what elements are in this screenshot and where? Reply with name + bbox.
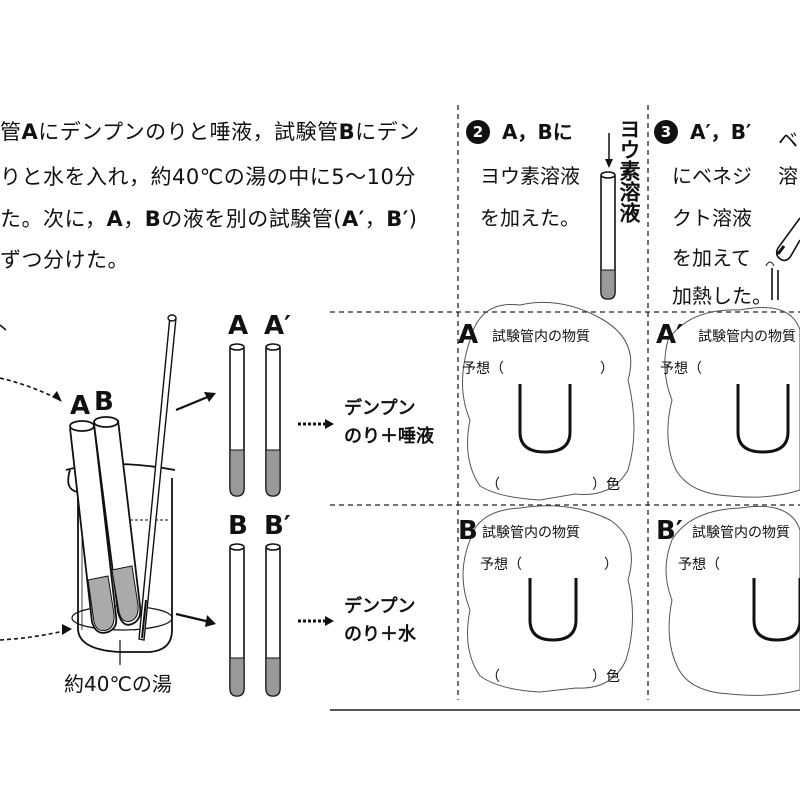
arrowhead <box>62 624 72 635</box>
beaker-tubes <box>69 416 142 634</box>
step-3-number: 3 <box>654 120 678 144</box>
arrows-dotted <box>298 422 326 623</box>
arrow-dashed-bottom <box>0 629 69 641</box>
benedict-label-partial-2: 溶 <box>778 164 798 188</box>
tube-ref-a-prime: A′ <box>341 207 365 231</box>
arrowhead <box>325 616 334 626</box>
iodine-label: ヨウ素溶液 <box>617 118 641 223</box>
panel-shapes <box>462 301 800 696</box>
beaker-label-b: B <box>94 387 114 417</box>
step-3-line-5: 加熱した。 <box>672 284 772 308</box>
benedict-label-partial-1: ベ <box>778 128 798 152</box>
arrowhead <box>205 615 216 627</box>
tube-ref-b-prime: B′ <box>386 207 409 231</box>
panel-b-prediction: 予想（ <box>480 557 522 573</box>
heating-sketch <box>765 217 800 300</box>
step-3-line-1: A′，B′ <box>690 120 752 144</box>
intro-text: にデン <box>355 120 420 144</box>
panel-b-title: 試験管内の物質 <box>482 525 580 541</box>
intro-text: ， <box>364 207 387 231</box>
tube-label-b: B <box>228 511 248 541</box>
intro-text: ) <box>408 207 418 231</box>
panel-a-color-open: （ <box>486 477 500 493</box>
tube-ref-b: B <box>338 120 356 144</box>
panel-a-title: 試験管内の物質 <box>492 329 590 345</box>
panel-b-color-open: （ <box>486 669 500 685</box>
tube-ref-a: A <box>21 120 39 144</box>
tube-label-a-prime: A′ <box>264 311 291 341</box>
water-label: 約40℃の湯 <box>64 672 172 696</box>
panel-u-tubes <box>518 384 800 642</box>
intro-text: ， <box>123 207 145 231</box>
step-3-line-4: を加えて <box>672 246 751 270</box>
panel-a-color-suffix: ）色 <box>592 477 620 493</box>
panel-a-prediction-close: ） <box>600 361 614 377</box>
panel-a-prime-letter: A′ <box>656 320 683 350</box>
mix-bottom-line-1: デンプン <box>344 596 416 617</box>
iodine-test-tube <box>600 133 616 300</box>
step-2-line-3: を加えた。 <box>480 206 580 230</box>
panel-b-prime-title: 試験管内の物質 <box>692 525 790 541</box>
panel-a-prediction: 予想（ <box>462 361 504 377</box>
intro-text: た。次に， <box>0 207 107 231</box>
tubes-bottom <box>229 543 281 697</box>
mix-top-line-1: デンプン <box>344 398 416 419</box>
panel-a-letter: A <box>458 320 479 350</box>
panel-a-prime-prediction: 予想（ <box>660 361 702 377</box>
panel-b-letter: B <box>458 516 478 546</box>
mix-label-top: デンプン のり＋唾液 <box>344 398 434 448</box>
tubes-top <box>229 343 281 497</box>
panel-b-color-suffix: ）色 <box>592 669 620 685</box>
intro-line-4: ずつ分けた。 <box>0 248 129 272</box>
step-2-line-1: A，Bに <box>502 120 573 144</box>
step-3-line-2: にベネジ <box>672 164 752 188</box>
mix-label-bottom: デンプン のり＋水 <box>344 596 416 646</box>
step-2-line-2: ヨウ素溶液 <box>480 164 580 188</box>
intro-line-1: 管Aにデンプンのりと唾液，試験管Bにデン <box>0 119 420 145</box>
beaker-label-a: A <box>70 391 91 421</box>
intro-text: にデンプンのりと唾液，試験管 <box>38 120 339 144</box>
tube-ref-b: B <box>144 207 162 231</box>
tube-label-a: A <box>228 311 249 341</box>
tube-label-b-prime: B′ <box>264 511 291 541</box>
panel-b-prediction-close: ） <box>604 557 618 573</box>
arrowhead <box>325 419 334 429</box>
step-3-line-3: クト溶液 <box>672 206 752 230</box>
panel-b-prime-prediction: 予想（ <box>678 557 720 573</box>
intro-line-3: た。次に，A，Bの液を別の試験管(A′，B′) <box>0 206 417 232</box>
arrow-dashed-top <box>0 377 61 401</box>
step-2-number: 2 <box>466 120 490 144</box>
arrowhead <box>52 391 62 402</box>
arrows-solid <box>175 394 211 624</box>
thermometer <box>138 314 177 641</box>
intro-text: の液を別の試験管( <box>161 207 342 231</box>
intro-text: 管 <box>0 120 22 144</box>
mix-top-line-2: のり＋唾液 <box>344 426 434 447</box>
intro-line-2: りと水を入れ，約40℃の湯の中に5〜10分 <box>0 165 416 189</box>
panel-a-prime-title: 試験管内の物質 <box>698 329 796 345</box>
panel-b-prime-letter: B′ <box>656 516 683 546</box>
arrowhead <box>204 392 216 402</box>
tube-ref-a: A <box>106 207 124 231</box>
mix-bottom-line-2: のり＋水 <box>344 624 416 645</box>
